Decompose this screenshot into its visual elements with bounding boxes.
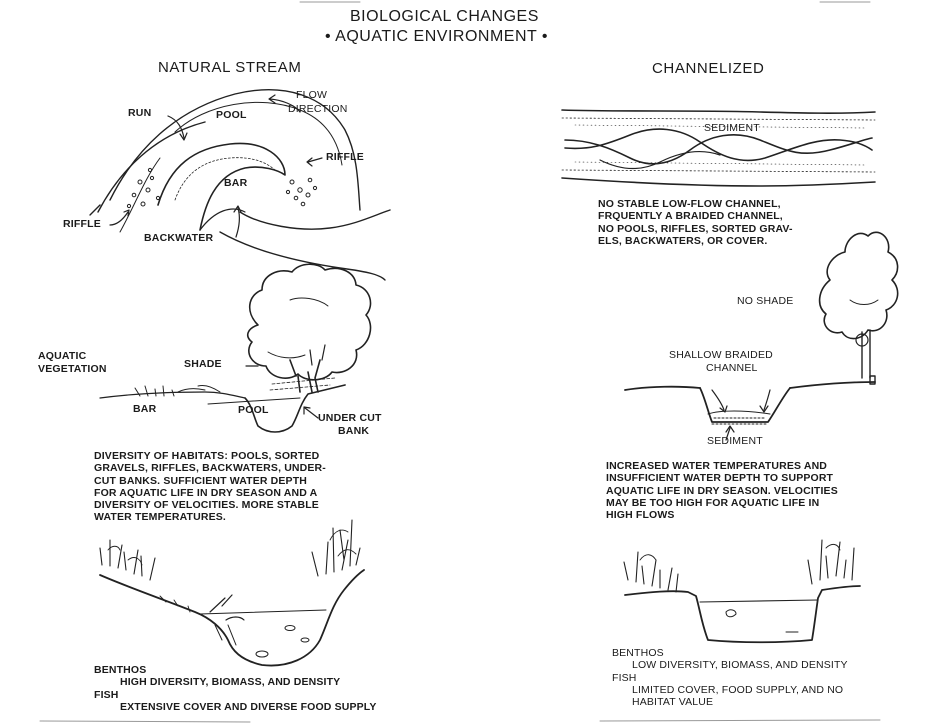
natural-benthos-text: BENTHOS HIGH DIVERSITY, BIOMASS, AND DEN… (94, 664, 377, 713)
label-flow-line-1: FLOW (296, 90, 327, 101)
channel-section-description-line: INSUFFICIENT WATER DEPTH TO SUPPORT (606, 472, 838, 484)
channel-plan-description: NO STABLE LOW-FLOW CHANNEL, FRQUENTLY A … (598, 198, 793, 247)
riffle-stones-left (127, 168, 159, 207)
natural-description-line: DIVERSITY OF HABITATS: POOLS, SORTED (94, 450, 326, 462)
heading-natural-stream: NATURAL STREAM (158, 60, 301, 75)
channel-plan-description-line: NO POOLS, RIFFLES, SORTED GRAV- (598, 223, 793, 235)
label-sediment-plan: SEDIMENT (704, 123, 760, 134)
channel-section-description: INCREASED WATER TEMPERATURES AND INSUFFI… (606, 460, 838, 521)
natural-fish-label: FISH (94, 689, 377, 701)
label-aquatic-line-1: AQUATIC (38, 351, 86, 362)
natural-description-line: WATER TEMPERATURES. (94, 511, 326, 523)
channel-fish-desc-line-2: HABITAT VALUE (612, 696, 848, 708)
label-undercut-line-2: BANK (338, 426, 369, 437)
label-pool-section: POOL (238, 405, 269, 416)
channel-benthos-view (624, 540, 860, 642)
title-line-1: BIOLOGICAL CHANGES (350, 9, 539, 25)
natural-benthos-view (100, 520, 364, 666)
heading-channelized: CHANNELIZED (652, 61, 764, 76)
natural-description-line: CUT BANKS. SUFFICIENT WATER DEPTH (94, 475, 326, 487)
label-flow-line-2: DIRECTION (288, 104, 348, 115)
label-braided-line-1: SHALLOW BRAIDED (669, 350, 773, 361)
natural-benthos-desc: HIGH DIVERSITY, BIOMASS, AND DENSITY (94, 676, 377, 688)
riffle-stones-right (286, 178, 316, 206)
channel-plan-description-line: NO STABLE LOW-FLOW CHANNEL, (598, 198, 793, 210)
natural-description-line: DIVERSITY OF VELOCITIES. MORE STABLE (94, 499, 326, 511)
label-braided-line-2: CHANNEL (706, 363, 758, 374)
channel-plan-description-line: FRQUENTLY A BRAIDED CHANNEL, (598, 210, 793, 222)
label-shade: SHADE (184, 359, 222, 370)
natural-description-line: GRAVELS, RIFFLES, BACKWATERS, UNDER- (94, 462, 326, 474)
channel-plan-description-line: ELS, BACKWATERS, OR COVER. (598, 235, 793, 247)
label-pool-plan: POOL (216, 110, 247, 121)
natural-description: DIVERSITY OF HABITATS: POOLS, SORTED GRA… (94, 450, 326, 524)
label-aquatic-line-2: VEGETATION (38, 364, 107, 375)
label-bar-plan: BAR (224, 178, 247, 189)
channel-section-description-line: HIGH FLOWS (606, 509, 838, 521)
label-no-shade: NO SHADE (737, 296, 793, 307)
natural-fish-desc: EXTENSIVE COVER AND DIVERSE FOOD SUPPLY (94, 701, 377, 713)
channel-section-description-line: INCREASED WATER TEMPERATURES AND (606, 460, 838, 472)
channel-benthos-label: BENTHOS (612, 647, 848, 659)
natural-description-line: FOR AQUATIC LIFE IN DRY SEASON AND A (94, 487, 326, 499)
channel-fish-label: FISH (612, 672, 848, 684)
channel-benthos-desc: LOW DIVERSITY, BIOMASS, AND DENSITY (612, 659, 848, 671)
natural-benthos-label: BENTHOS (94, 664, 377, 676)
label-sediment-section: SEDIMENT (707, 436, 763, 447)
label-bar-section: BAR (133, 404, 156, 415)
label-undercut-line-1: UNDER CUT (318, 413, 382, 424)
channel-fish-desc-line-1: LIMITED COVER, FOOD SUPPLY, AND NO (612, 684, 848, 696)
label-run: RUN (128, 108, 151, 119)
channel-section-description-line: MAY BE TOO HIGH FOR AQUATIC LIFE IN (606, 497, 838, 509)
label-riffle-right: RIFFLE (326, 152, 364, 163)
channel-section-view (625, 232, 898, 440)
label-backwater: BACKWATER (144, 233, 213, 244)
title-line-2: • AQUATIC ENVIRONMENT • (325, 29, 548, 45)
label-riffle-left: RIFFLE (63, 219, 101, 230)
channel-benthos-text: BENTHOS LOW DIVERSITY, BIOMASS, AND DENS… (612, 647, 848, 708)
channel-section-description-line: AQUATIC LIFE IN DRY SEASON. VELOCITIES (606, 485, 838, 497)
